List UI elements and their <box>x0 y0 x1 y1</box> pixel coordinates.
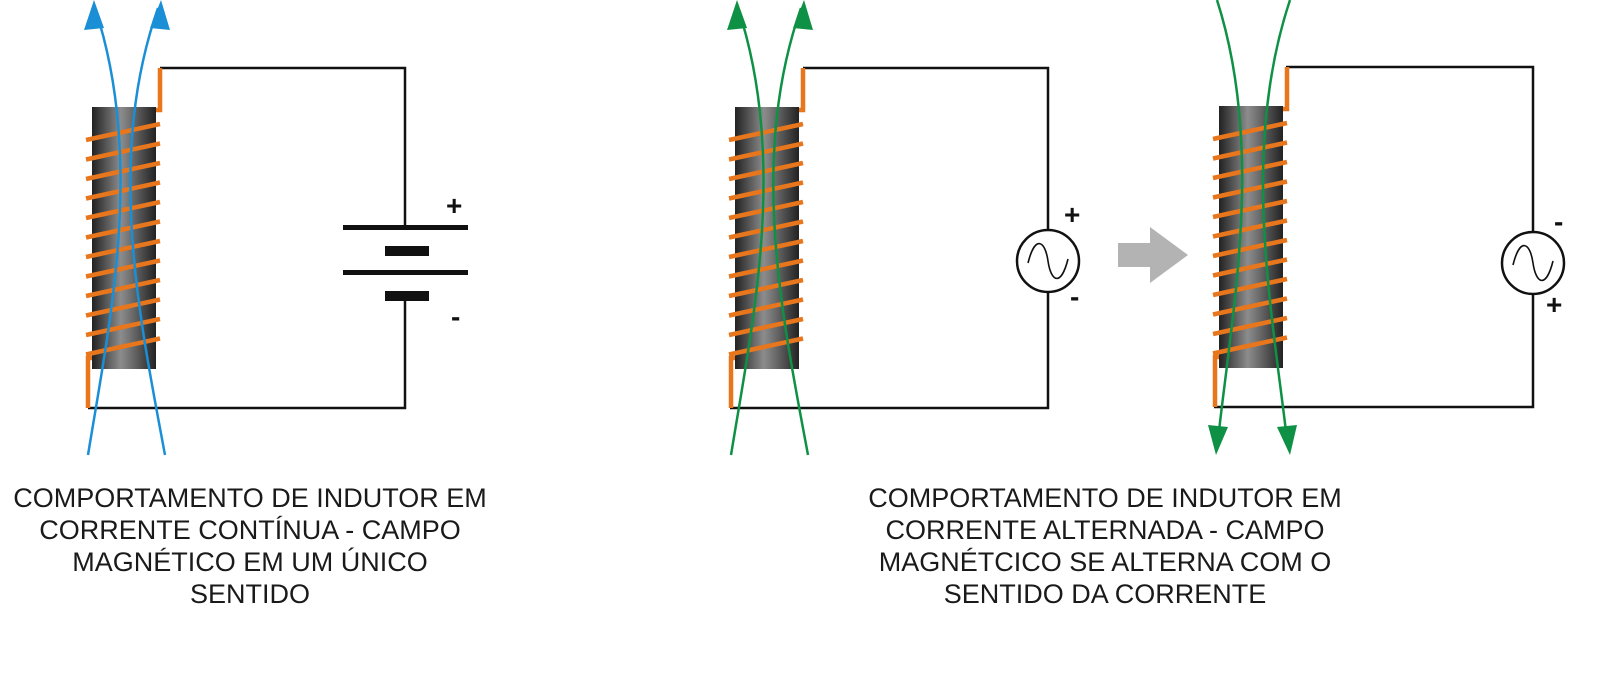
ac1-coil-winding <box>728 121 804 357</box>
coil-turn <box>85 336 161 357</box>
ac1-top-sign: + <box>1064 199 1080 230</box>
coil-turn <box>85 297 161 318</box>
coil-turn <box>85 199 161 221</box>
dc-caption-line: CORRENTE CONTÍNUA - CAMPO <box>39 515 461 545</box>
ac2-coil-winding <box>1212 120 1288 356</box>
coil-turn <box>1212 140 1288 161</box>
coil-turn <box>728 219 804 240</box>
ac-source-icon <box>1500 230 1566 296</box>
dc-caption-line: SENTIDO <box>189 579 310 609</box>
coil-turn <box>85 160 161 182</box>
ac2-top-sign: - <box>1554 206 1563 237</box>
coil-turn <box>728 336 804 357</box>
ac1-field-arrowheads <box>727 0 813 30</box>
coil-turn <box>1212 237 1288 259</box>
ac-source-icon <box>1015 228 1081 294</box>
ac2-wires <box>1214 65 1535 409</box>
coil-turn <box>728 199 804 221</box>
coil-turn <box>1212 276 1288 298</box>
ac-caption-line: SENTIDO DA CORRENTE <box>943 579 1267 609</box>
battery-minus-sign: - <box>451 301 460 332</box>
dc-coil-lead-top <box>156 68 163 113</box>
dc-coil-winding <box>85 121 161 357</box>
ac2-coil-lead-bottom <box>1212 354 1219 407</box>
dc-caption: COMPORTAMENTO DE INDUTOR EM CORRENTE CON… <box>0 482 500 610</box>
dc-caption-line: MAGNÉTICO EM UM ÚNICO <box>72 547 428 577</box>
dc-wires <box>88 66 407 410</box>
ac-circuit-2: - + <box>1208 0 1566 455</box>
ac1-bottom-sign: - <box>1070 281 1079 312</box>
coil-turn <box>728 277 804 299</box>
coil-turn <box>728 258 804 279</box>
coil-turn <box>85 219 161 240</box>
ac1-wires <box>730 66 1050 410</box>
ac2-inductor-icon <box>1212 67 1290 407</box>
coil-turn <box>728 297 804 318</box>
coil-turn <box>728 121 804 143</box>
coil-turn <box>1212 257 1288 278</box>
ac1-inductor-icon <box>728 68 806 408</box>
coil-turn <box>728 180 804 201</box>
coil-turn <box>1212 218 1288 239</box>
ac1-coil-lead-top <box>799 68 806 113</box>
coil-turn <box>1212 296 1288 317</box>
coil-turn <box>85 277 161 299</box>
ac2-bottom-sign: + <box>1546 289 1562 320</box>
coil-turn <box>728 238 804 260</box>
coil-turn <box>85 258 161 279</box>
coil-turn <box>85 180 161 201</box>
dc-circuit: + - <box>84 0 468 456</box>
dc-caption-line: COMPORTAMENTO DE INDUTOR EM <box>13 483 487 513</box>
coil-turn <box>85 121 161 143</box>
dc-inductor-icon <box>85 68 163 408</box>
ac-circuit-1: + - <box>727 0 1081 456</box>
coil-turn <box>1212 120 1288 142</box>
ac2-coil-lead-top <box>1283 67 1290 112</box>
battery-icon <box>343 225 468 301</box>
ac1-coil-lead-bottom <box>728 355 735 408</box>
coil-turn <box>1212 198 1288 220</box>
ac1-field-lines <box>729 7 810 456</box>
ac2-field-arrowheads <box>1208 425 1297 455</box>
ac-caption: COMPORTAMENTO DE INDUTOR EM CORRENTE ALT… <box>830 482 1380 610</box>
coil-turn <box>728 160 804 182</box>
dc-field-lines <box>86 7 167 456</box>
coil-turn <box>728 141 804 162</box>
ac2-field-lines <box>1215 0 1292 441</box>
dc-field-arrowheads <box>84 0 170 30</box>
coil-turn <box>85 316 161 338</box>
coil-turn <box>1212 315 1288 337</box>
coil-turn <box>1212 179 1288 200</box>
dc-coil-lead-bottom <box>85 355 92 408</box>
coil-turn <box>85 238 161 260</box>
coil-turn <box>85 141 161 162</box>
coil-turn <box>1212 159 1288 181</box>
coil-turn <box>728 316 804 338</box>
ac-caption-line: CORRENTE ALTERNADA - CAMPO <box>885 515 1325 545</box>
ac-caption-line: MAGNÉTCICO SE ALTERNA COM O <box>878 547 1332 577</box>
ac-caption-line: COMPORTAMENTO DE INDUTOR EM <box>868 483 1342 513</box>
battery-plus-sign: + <box>446 190 462 221</box>
transition-arrow-icon <box>1118 227 1188 283</box>
